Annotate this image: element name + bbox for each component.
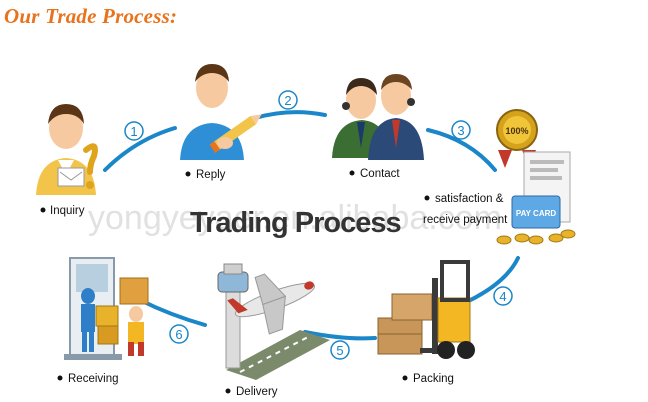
bullet <box>185 171 191 177</box>
step-label-packing: Packing <box>413 373 454 385</box>
svg-text:3: 3 <box>457 123 464 138</box>
step-label-delivery: Delivery <box>236 386 278 398</box>
svg-text:6: 6 <box>175 327 182 342</box>
svg-text:100%: 100% <box>505 126 528 136</box>
arrow-number-badges: 1 2 3 4 5 6 <box>124 90 513 360</box>
svg-text:2: 2 <box>284 93 291 108</box>
svg-text:PAY CARD: PAY CARD <box>516 209 557 218</box>
arc-6 <box>138 298 207 327</box>
step-label-receiving: Receiving <box>68 373 119 385</box>
step-label-contact: Contact <box>360 168 400 180</box>
bullet <box>57 375 63 381</box>
page-title: Our Trade Process: <box>4 4 178 28</box>
bullet <box>402 375 408 381</box>
step-label-receive-payment: receive payment <box>423 214 508 226</box>
watermark: yongyeyaer.en.alibaba.com <box>88 199 502 237</box>
arc-5 <box>303 330 377 341</box>
number-badge-5: 5 <box>330 340 350 360</box>
guarantee-badge-icon: 100% <box>496 109 538 168</box>
contact-people-icon <box>332 74 424 160</box>
bullet <box>225 388 231 394</box>
svg-text:5: 5 <box>336 343 343 358</box>
forklift-icon <box>377 260 475 359</box>
bullet <box>40 207 46 213</box>
inquiry-person-icon <box>36 104 98 195</box>
center-title: Trading Process <box>190 207 401 239</box>
number-badge-1: 1 <box>124 121 144 141</box>
arc-2 <box>253 110 327 120</box>
bullet <box>349 170 355 176</box>
number-badge-4: 4 <box>493 286 513 306</box>
step-label-reply: Reply <box>196 169 226 181</box>
bullet <box>424 195 430 201</box>
step-label-satisfaction: satisfaction & <box>435 193 504 205</box>
step-label-inquiry: Inquiry <box>50 205 85 217</box>
arc-3 <box>426 128 497 172</box>
reply-person-icon <box>180 64 262 160</box>
airplane-delivery-icon <box>217 263 330 380</box>
number-badge-6: 6 <box>169 324 189 344</box>
svg-text:4: 4 <box>499 289 506 304</box>
number-badge-3: 3 <box>451 120 471 140</box>
number-badge-2: 2 <box>278 90 298 110</box>
svg-text:1: 1 <box>130 124 137 139</box>
payment-card-icon: 100% PAY CARD <box>496 109 576 245</box>
receiving-door-icon <box>64 257 149 360</box>
arc-1 <box>103 126 177 172</box>
